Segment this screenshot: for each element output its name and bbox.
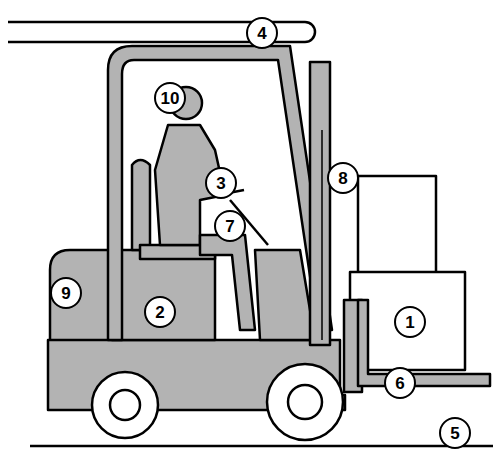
mast <box>310 62 330 345</box>
callout-circle: 10 <box>154 82 186 114</box>
dashboard <box>255 250 315 340</box>
callout-number: 9 <box>61 285 70 302</box>
seat-back <box>132 160 150 250</box>
driver-leg <box>200 235 255 330</box>
rear-wheel <box>92 372 158 438</box>
wheel-hub <box>110 390 140 420</box>
front-wheel <box>267 364 343 440</box>
callout-circle: 9 <box>50 277 82 309</box>
forklift-drawing <box>8 22 493 446</box>
cab-body <box>112 250 215 340</box>
callout-circle: 2 <box>144 296 176 328</box>
callout-circle: 3 <box>205 167 237 199</box>
callout-number: 3 <box>216 175 225 192</box>
load-box <box>358 176 436 276</box>
wheel-hub <box>288 385 322 419</box>
callout-number: 5 <box>450 425 459 442</box>
counterweight <box>50 250 112 345</box>
ground-line <box>30 445 493 448</box>
callout-circle: 5 <box>439 417 471 449</box>
callout-number: 4 <box>257 25 266 42</box>
callout-number: 1 <box>405 314 414 331</box>
callout-number: 8 <box>338 170 347 187</box>
fork <box>358 300 490 386</box>
callout-circle: 7 <box>214 210 246 242</box>
callout-number: 7 <box>225 218 234 235</box>
callout-circle: 8 <box>327 162 359 194</box>
callout-number: 6 <box>395 375 404 392</box>
mast-channel <box>321 130 323 340</box>
callout-circle: 6 <box>384 367 416 399</box>
overhead-guard <box>108 46 332 340</box>
callout-number: 2 <box>155 304 164 321</box>
callout-circle: 1 <box>394 306 426 338</box>
callout-circle: 4 <box>246 17 278 49</box>
callout-number: 10 <box>161 90 180 107</box>
